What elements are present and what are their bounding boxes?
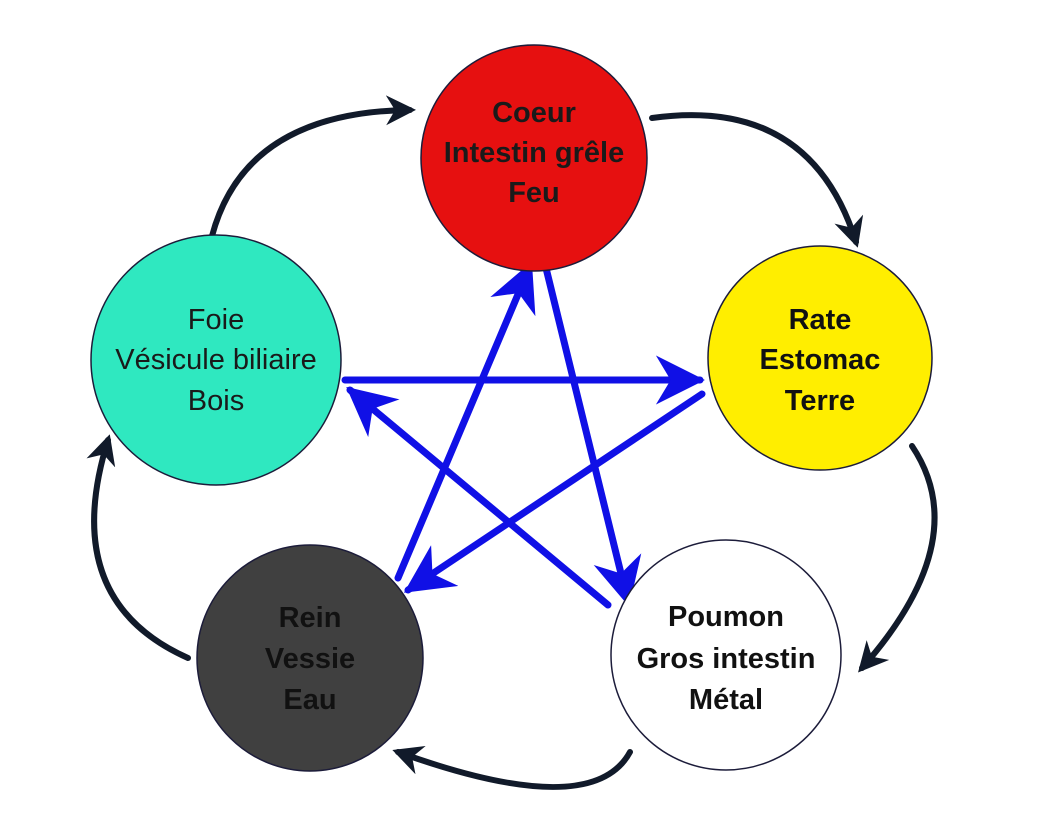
- node-earth-line-2: Estomac: [760, 344, 881, 376]
- node-wood-line-2: Vésicule biliaire: [115, 344, 317, 376]
- node-water-circle: [196, 544, 424, 772]
- node-wood: Foie Vésicule biliaire Bois: [90, 234, 342, 486]
- cycle-arrow-metal-to-water: [392, 746, 633, 790]
- node-metal-circle: [610, 539, 842, 771]
- node-wood-circle: [90, 234, 342, 486]
- generating-cycle: [86, 95, 938, 790]
- node-earth: Rate Estomac Terre: [707, 245, 933, 471]
- controlling-star: [341, 260, 706, 609]
- star-arrow-metal-to-wood: [346, 386, 612, 609]
- cycle-arrow-fire-to-earth: [649, 112, 864, 248]
- star-arrow-earth-to-water: [403, 390, 706, 594]
- node-fire-line-1: Coeur: [492, 97, 576, 129]
- cycle-arrow-wood-to-fire: [209, 95, 416, 239]
- node-metal-line-1: Poumon: [668, 601, 784, 633]
- node-fire-line-3: Feu: [508, 177, 560, 209]
- node-wood-line-3: Bois: [188, 385, 244, 417]
- node-earth-circle: [707, 245, 933, 471]
- node-fire-circle: [420, 44, 648, 272]
- node-metal-line-2: Gros intestin: [637, 643, 816, 675]
- star-arrow-fire-to-metal: [541, 260, 642, 607]
- node-earth-line-1: Rate: [789, 304, 852, 336]
- node-wood-line-1: Foie: [188, 304, 244, 336]
- node-water-line-1: Rein: [279, 602, 342, 634]
- node-water-line-3: Eau: [283, 684, 336, 716]
- node-earth-line-3: Terre: [785, 385, 855, 417]
- cycle-arrow-earth-to-metal: [858, 443, 938, 673]
- node-metal: Poumon Gros intestin Métal: [610, 539, 842, 771]
- node-metal-line-3: Métal: [689, 684, 763, 716]
- node-water: Rein Vessie Eau: [196, 544, 424, 772]
- node-water-line-2: Vessie: [265, 643, 355, 675]
- star-arrow-water-to-fire: [394, 261, 536, 582]
- cycle-arrow-water-to-wood: [86, 434, 191, 661]
- node-fire: Coeur Intestin grêle Feu: [420, 44, 648, 272]
- node-fire-line-2: Intestin grêle: [444, 137, 625, 169]
